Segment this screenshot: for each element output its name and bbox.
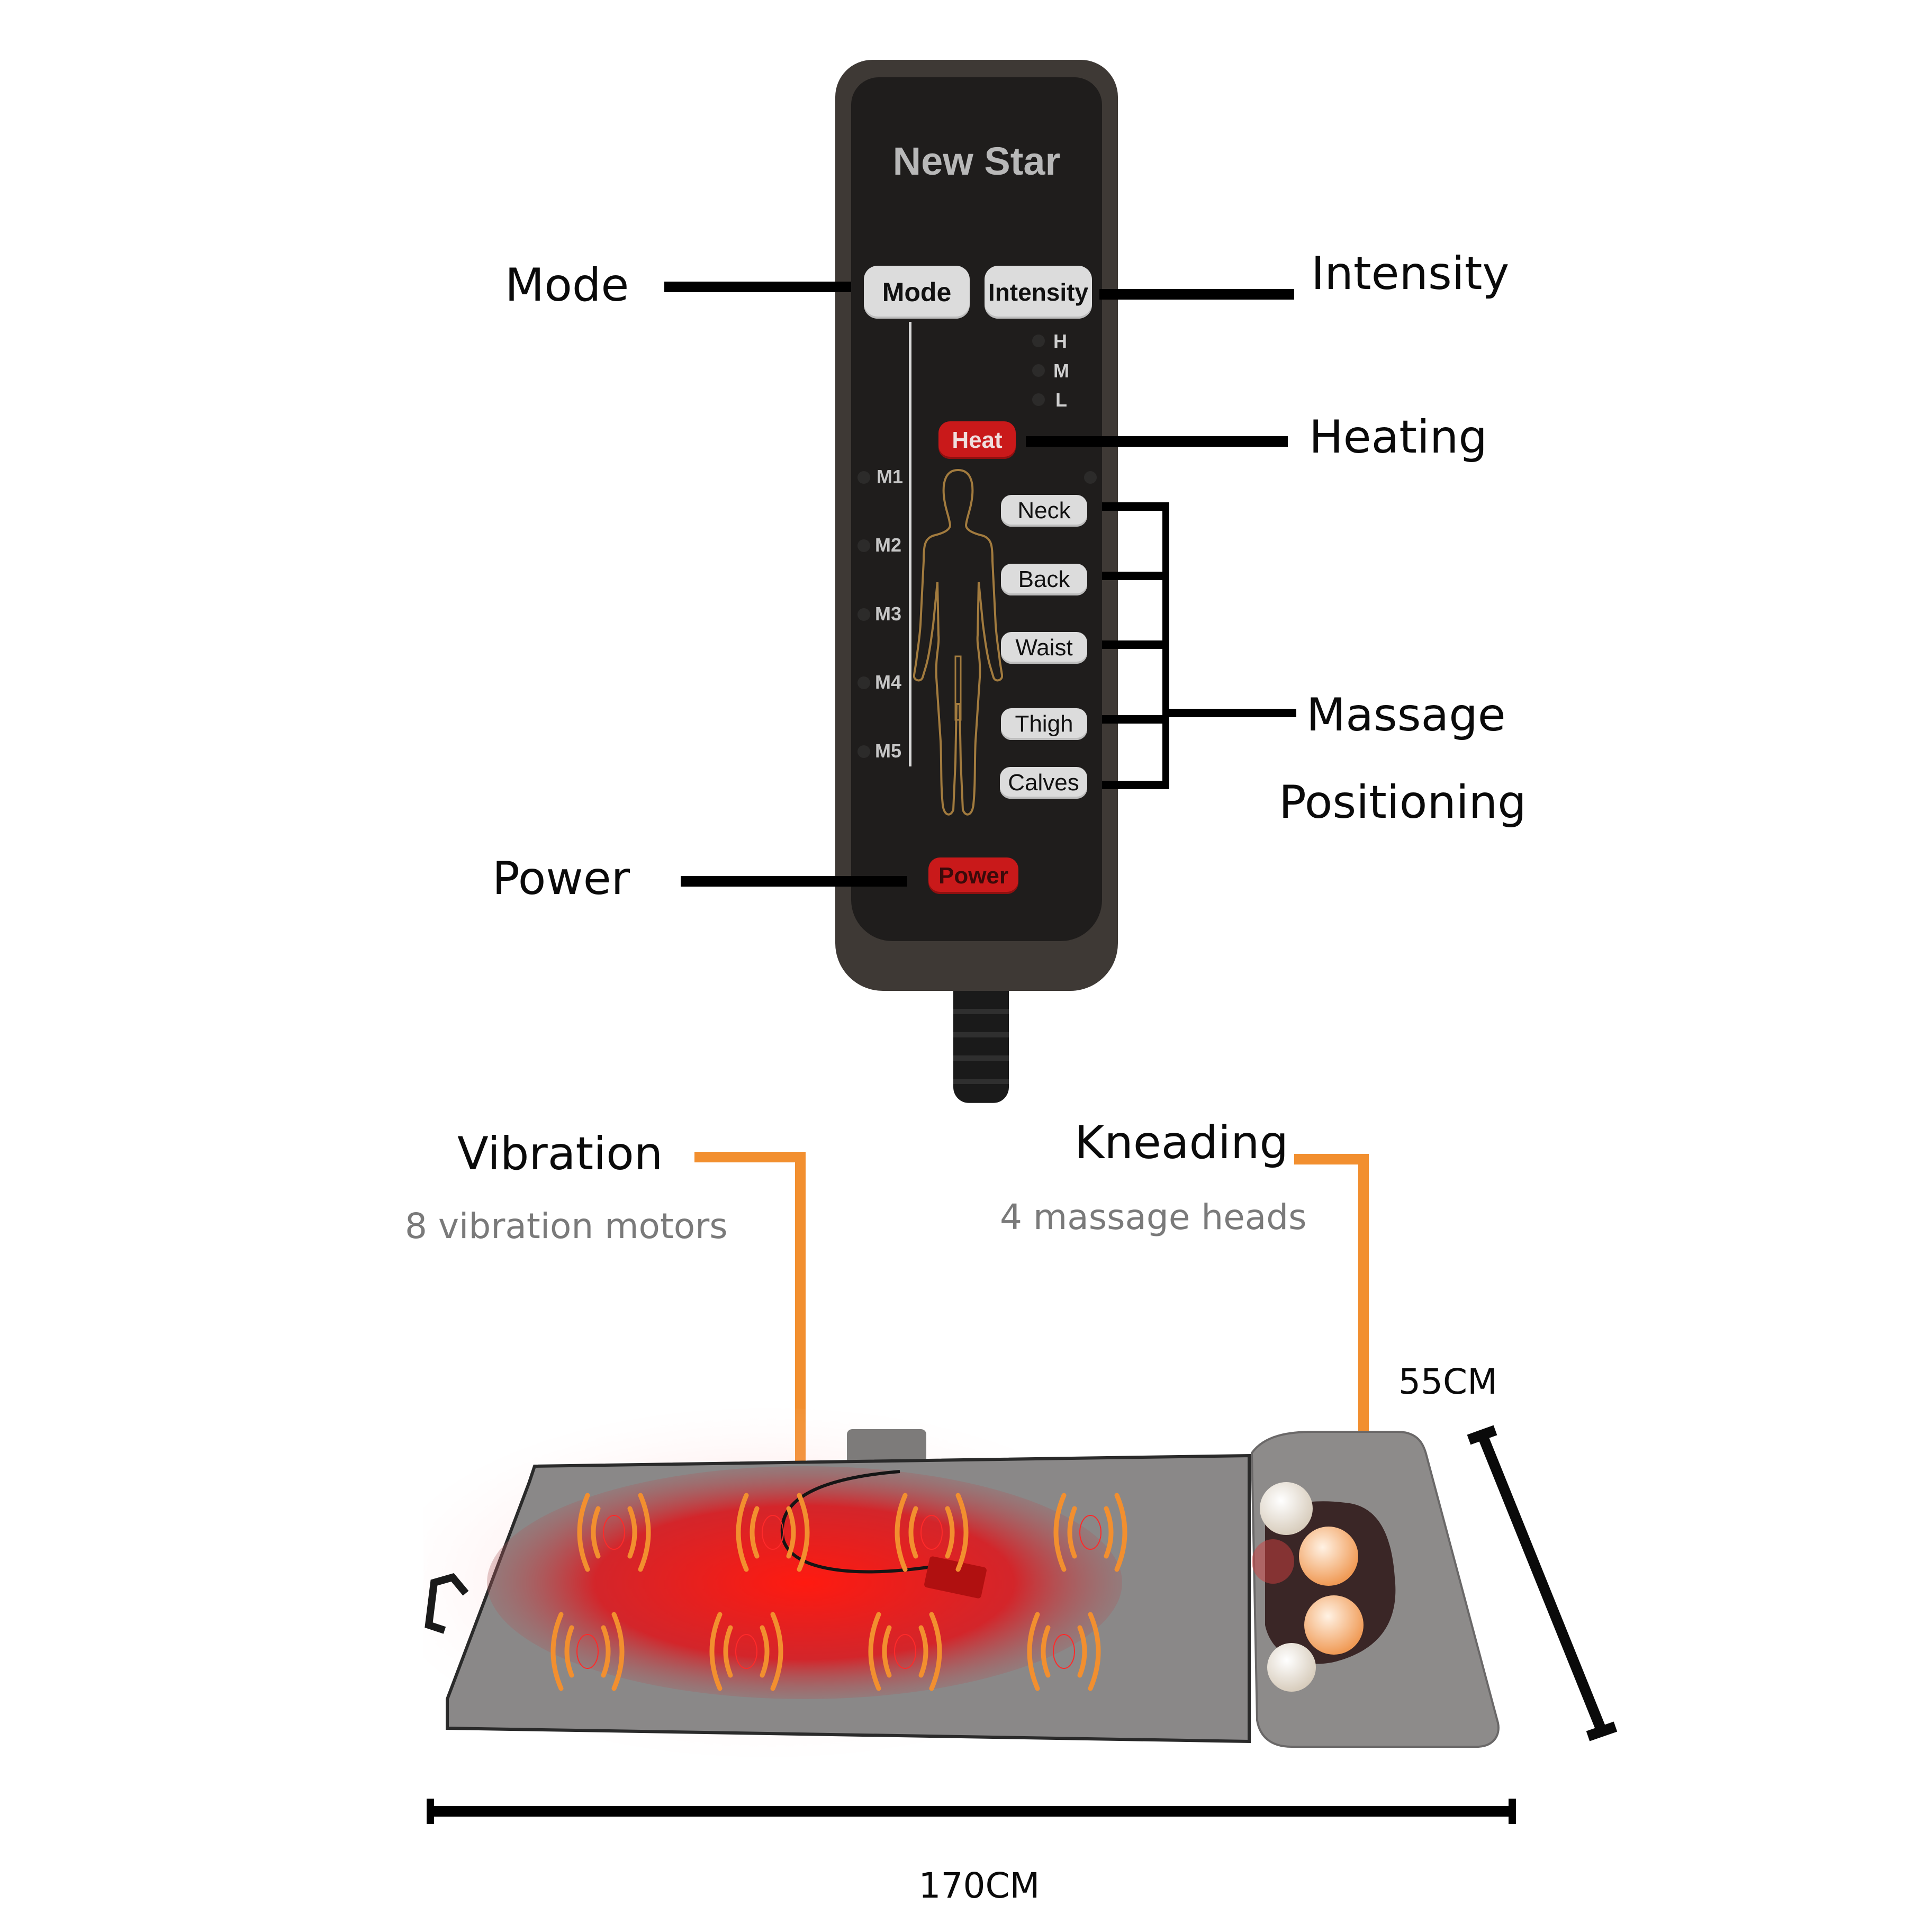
length-dimension-label: 170CM <box>918 1865 1040 1906</box>
callout-massage-label: Massage <box>1306 689 1506 742</box>
vibration-title: Vibration <box>457 1127 663 1180</box>
massage-head-icon <box>1304 1595 1364 1655</box>
vibration-leader-horizontal <box>694 1152 806 1162</box>
mat-controller-cable <box>780 1470 932 1574</box>
led-indicator-l <box>1032 393 1045 406</box>
bracket-back-line <box>1102 572 1169 580</box>
vibration-motor-icon <box>550 1612 625 1691</box>
callout-power-label: Power <box>492 852 630 905</box>
intensity-level-m: M <box>1053 360 1069 382</box>
kneading-title: Kneading <box>1075 1116 1289 1169</box>
vibration-motor-icon <box>895 1493 969 1572</box>
callout-heating-label: Heating <box>1309 411 1487 464</box>
callout-positioning-label: Positioning <box>1279 776 1527 829</box>
led-indicator-m2 <box>857 539 870 552</box>
callout-massage-line <box>1169 709 1296 717</box>
vibration-motor-icon <box>577 1493 651 1572</box>
zone-button-neck[interactable]: Neck <box>1001 495 1087 527</box>
led-indicator-m3 <box>857 608 870 621</box>
callout-power-line <box>681 876 907 887</box>
mode-level-m1: M1 <box>877 466 904 487</box>
remote-cable <box>953 991 1009 1103</box>
led-indicator-zone <box>1084 471 1097 484</box>
vibration-motor-icon <box>709 1612 783 1691</box>
callout-mode-label: Mode <box>505 259 629 312</box>
bracket-thigh-line <box>1102 715 1169 724</box>
brand-label: New Star <box>892 139 1061 183</box>
callout-mode-line <box>664 282 851 292</box>
callout-heating-line <box>1026 436 1288 447</box>
bracket-vertical-line <box>1162 502 1169 789</box>
mat-handle <box>425 1573 469 1634</box>
mode-level-line <box>909 322 911 766</box>
intensity-level-h: H <box>1053 330 1067 352</box>
heat-button[interactable]: Heat <box>938 421 1016 459</box>
led-indicator-m5 <box>857 745 870 758</box>
mode-level-m3: M3 <box>875 603 902 625</box>
callout-intensity-label: Intensity <box>1311 247 1510 300</box>
led-indicator-m4 <box>857 676 870 689</box>
bracket-neck-line <box>1102 502 1169 511</box>
zone-button-calves[interactable]: Calves <box>1000 767 1087 799</box>
vibration-motor-icon <box>1027 1612 1101 1691</box>
width-dimension-bar <box>1467 1425 1618 1741</box>
kneading-leader-horizontal <box>1294 1154 1368 1164</box>
kneading-leader-vertical <box>1358 1154 1369 1503</box>
body-outline-icon <box>913 468 1003 816</box>
massage-head-icon <box>1299 1527 1358 1586</box>
vibration-leader-vertical <box>795 1152 806 1464</box>
led-indicator-m1 <box>857 471 870 484</box>
intensity-level-l: L <box>1055 389 1067 411</box>
led-indicator-m <box>1032 364 1045 377</box>
kneading-heads <box>1260 1482 1364 1692</box>
bracket-calves-line <box>1102 781 1169 789</box>
length-dimension-bar <box>430 1806 1512 1817</box>
callout-intensity-line <box>1099 289 1294 300</box>
kneading-subtitle: 4 massage heads <box>1000 1197 1307 1238</box>
mode-level-m5: M5 <box>875 740 902 762</box>
width-dimension-label: 55CM <box>1398 1361 1498 1402</box>
vibration-motor-icon <box>1053 1493 1127 1572</box>
zone-button-thigh[interactable]: Thigh <box>1001 708 1087 740</box>
mode-level-m2: M2 <box>875 534 902 556</box>
intensity-button[interactable]: Intensity <box>985 266 1092 319</box>
length-dimension-cap-right <box>1509 1799 1516 1824</box>
bracket-waist-line <box>1102 640 1169 649</box>
vibration-motor-icon <box>868 1612 942 1691</box>
mat-controller <box>924 1556 987 1599</box>
mode-level-m4: M4 <box>875 671 902 693</box>
led-indicator-h <box>1032 335 1045 347</box>
vibration-motor-icon <box>736 1493 810 1572</box>
zone-button-back[interactable]: Back <box>1001 564 1087 595</box>
massage-head-icon <box>1260 1482 1313 1535</box>
massage-head-icon <box>1267 1643 1316 1692</box>
vibration-subtitle: 8 vibration motors <box>405 1206 728 1247</box>
mode-button[interactable]: Mode <box>864 266 970 319</box>
zone-button-waist[interactable]: Waist <box>1001 632 1087 664</box>
power-button[interactable]: Power <box>928 857 1018 894</box>
length-dimension-cap-left <box>427 1799 434 1824</box>
